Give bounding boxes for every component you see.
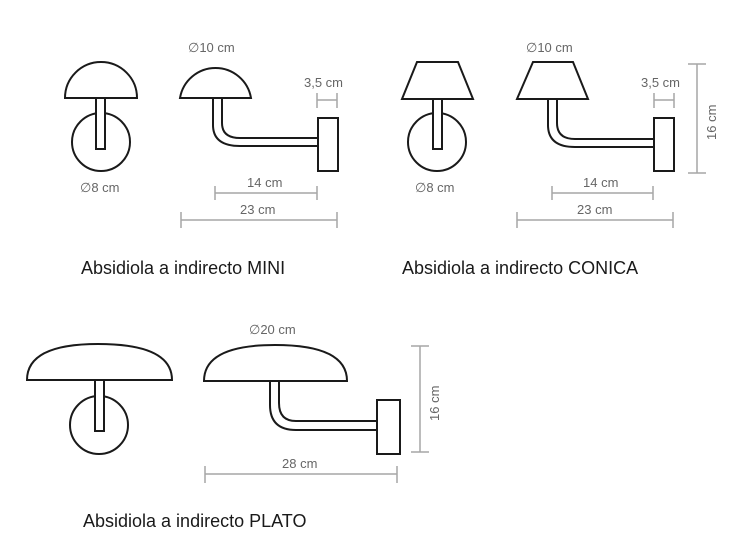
conica-shade-front bbox=[400, 61, 475, 100]
mini-side-view bbox=[178, 67, 339, 172]
mini-front-view bbox=[63, 61, 139, 172]
conica-arm-dimension bbox=[551, 186, 654, 200]
mini-arm-dimension bbox=[214, 186, 318, 200]
conica-wall-plate-side bbox=[653, 117, 675, 172]
plato-total-dimension bbox=[204, 466, 398, 483]
conica-front-view bbox=[400, 61, 475, 172]
conica-arm-length-label: 14 cm bbox=[583, 175, 618, 190]
plato-shade-diameter-label: ∅20 cm bbox=[249, 322, 296, 337]
plato-title: Absidiola a indirecto PLATO bbox=[83, 511, 307, 531]
plato-front-view bbox=[25, 342, 174, 455]
conica-shade-side bbox=[515, 61, 590, 100]
mini-arm-length-label: 14 cm bbox=[247, 175, 282, 190]
conica-side-view bbox=[515, 61, 675, 172]
conica-title: Absidiola a indirecto CONICA bbox=[402, 258, 639, 278]
plato-total-projection-label: 28 cm bbox=[282, 456, 317, 471]
plato-height-label: 16 cm bbox=[427, 386, 442, 421]
conica-shade-diameter-label: ∅10 cm bbox=[526, 40, 573, 55]
mini-base-diameter-label: ∅8 cm bbox=[80, 180, 120, 195]
plato-wall-plate-side bbox=[376, 399, 401, 455]
conica-height-label: 16 cm bbox=[704, 105, 719, 140]
conica-total-dimension bbox=[516, 212, 674, 228]
conica-height-dimension bbox=[688, 63, 706, 174]
mini-wall-plate-side bbox=[317, 117, 339, 172]
mini-plate-depth-label: 3,5 cm bbox=[304, 75, 343, 90]
conica-stem-front bbox=[432, 98, 443, 150]
mini-stem-front bbox=[95, 97, 106, 150]
mini-shade-front bbox=[63, 61, 139, 99]
mini-title: Absidiola a indirecto MINI bbox=[81, 258, 286, 278]
conica-plate-dimension bbox=[653, 93, 675, 108]
conica-plate-depth-label: 3,5 cm bbox=[641, 75, 680, 90]
conica-base-diameter-label: ∅8 cm bbox=[415, 180, 455, 195]
mini-total-dimension bbox=[180, 212, 338, 228]
mini-shade-side bbox=[178, 67, 253, 99]
plato-side-view bbox=[202, 343, 401, 455]
conica-total-projection-label: 23 cm bbox=[577, 202, 612, 217]
plato-stem-front bbox=[94, 379, 105, 432]
mini-total-projection-label: 23 cm bbox=[240, 202, 275, 217]
plato-shade-side bbox=[202, 343, 349, 382]
plato-height-dimension bbox=[411, 345, 429, 453]
mini-shade-diameter-label: ∅10 cm bbox=[188, 40, 235, 55]
mini-plate-dimension bbox=[316, 93, 338, 108]
plato-shade-front bbox=[25, 342, 174, 381]
